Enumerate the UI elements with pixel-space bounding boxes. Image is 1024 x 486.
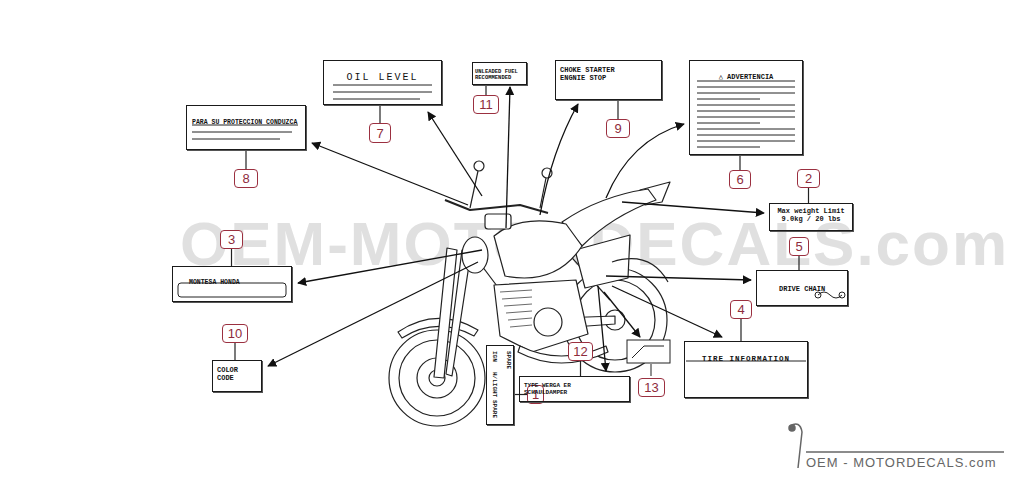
callout-number: 12 — [568, 342, 593, 361]
callout-leader — [379, 105, 380, 123]
decal-label: MONTESA HONDA — [172, 266, 292, 302]
callout-text: 9 — [614, 122, 621, 135]
decal-text: UNLEADED FUEL RECOMMENDED — [475, 69, 525, 82]
decal-label: IGN H/LIGHT SPARE SPARE — [486, 345, 514, 425]
callout-number: 8 — [234, 169, 258, 188]
callout-text: 8 — [242, 172, 249, 185]
callout-leader — [245, 150, 246, 169]
callout-leader — [485, 85, 486, 95]
callout-text: 3 — [228, 233, 235, 246]
decal-text: OIL LEVEL — [346, 72, 418, 84]
callout-text: 13 — [644, 381, 658, 394]
decal-text: Max weight Limit 9.0kg / 20 lbs — [773, 207, 849, 223]
callout-text: 10 — [228, 327, 242, 340]
callout-number: 9 — [606, 119, 630, 138]
callout-leader — [580, 361, 581, 376]
decal-text-lines — [178, 81, 845, 376]
callout-number: 4 — [730, 300, 752, 319]
callout-number: 5 — [789, 237, 809, 256]
callout-number: 3 — [220, 230, 243, 249]
decal-label: △ ADVERTENCIA — [689, 60, 803, 155]
callout-leader — [617, 100, 618, 119]
callout-text: 12 — [573, 345, 587, 358]
callout-number: 7 — [369, 123, 391, 143]
callout-leader — [808, 188, 809, 203]
decal-text: MONTESA HONDA — [189, 279, 240, 286]
callout-number: 13 — [638, 378, 665, 397]
decal-text: H/LIGHT — [491, 372, 497, 397]
decal-label: COLOR CODE — [212, 360, 262, 392]
decal-label: TIRE INFORMATION — [684, 341, 808, 398]
callout-leader — [231, 249, 232, 266]
callout-text: 2 — [805, 172, 812, 185]
decal-text: SPARE — [505, 351, 511, 369]
decal-text: IGN — [491, 351, 497, 362]
decal-label: DRIVE CHAIN — [756, 270, 848, 306]
decal-text: △ ADVERTENCIA — [719, 73, 774, 81]
callout-leader — [234, 343, 235, 360]
callout-leader — [739, 155, 740, 170]
callout-text: 11 — [479, 98, 493, 111]
site-logo-text: OEM - MOTORDECALS.com — [806, 455, 997, 470]
callout-text: 4 — [737, 303, 744, 316]
callout-text: 6 — [736, 173, 743, 186]
decal-label: PARA SU PROTECCION CONDUZCA — [186, 105, 306, 150]
callout-text: 5 — [795, 240, 802, 253]
decal-label: UNLEADED FUEL RECOMMENDED — [472, 62, 527, 85]
decal-label: OIL LEVEL — [323, 60, 442, 105]
callout-text: 7 — [376, 127, 383, 140]
callout-number: 10 — [222, 324, 248, 343]
decal-text: DRIVE CHAIN — [779, 285, 825, 293]
callout-leader — [740, 319, 741, 341]
decal-label: TYPE WERGA ER SCHAULDAMPER — [519, 376, 630, 402]
callout-number: 6 — [729, 170, 751, 189]
decal-label: Max weight Limit 9.0kg / 20 lbs — [769, 203, 853, 231]
callout-number: 2 — [797, 169, 820, 188]
decal-text: TIRE INFORMATION — [702, 355, 790, 364]
decal-text: PARA SU PROTECCION CONDUZCA — [192, 119, 297, 126]
decal-label: CHOKE STARTER ENGNIE STOP — [555, 60, 662, 100]
decal-text: SPARE — [491, 400, 497, 418]
callout-leader — [798, 256, 799, 270]
decal-text: COLOR CODE — [217, 366, 247, 382]
decal-text: CHOKE STARTER ENGNIE STOP — [560, 66, 632, 82]
decal-text: TYPE WERGA ER SCHAULDAMPER — [524, 383, 584, 397]
callout-number: 11 — [473, 95, 499, 114]
